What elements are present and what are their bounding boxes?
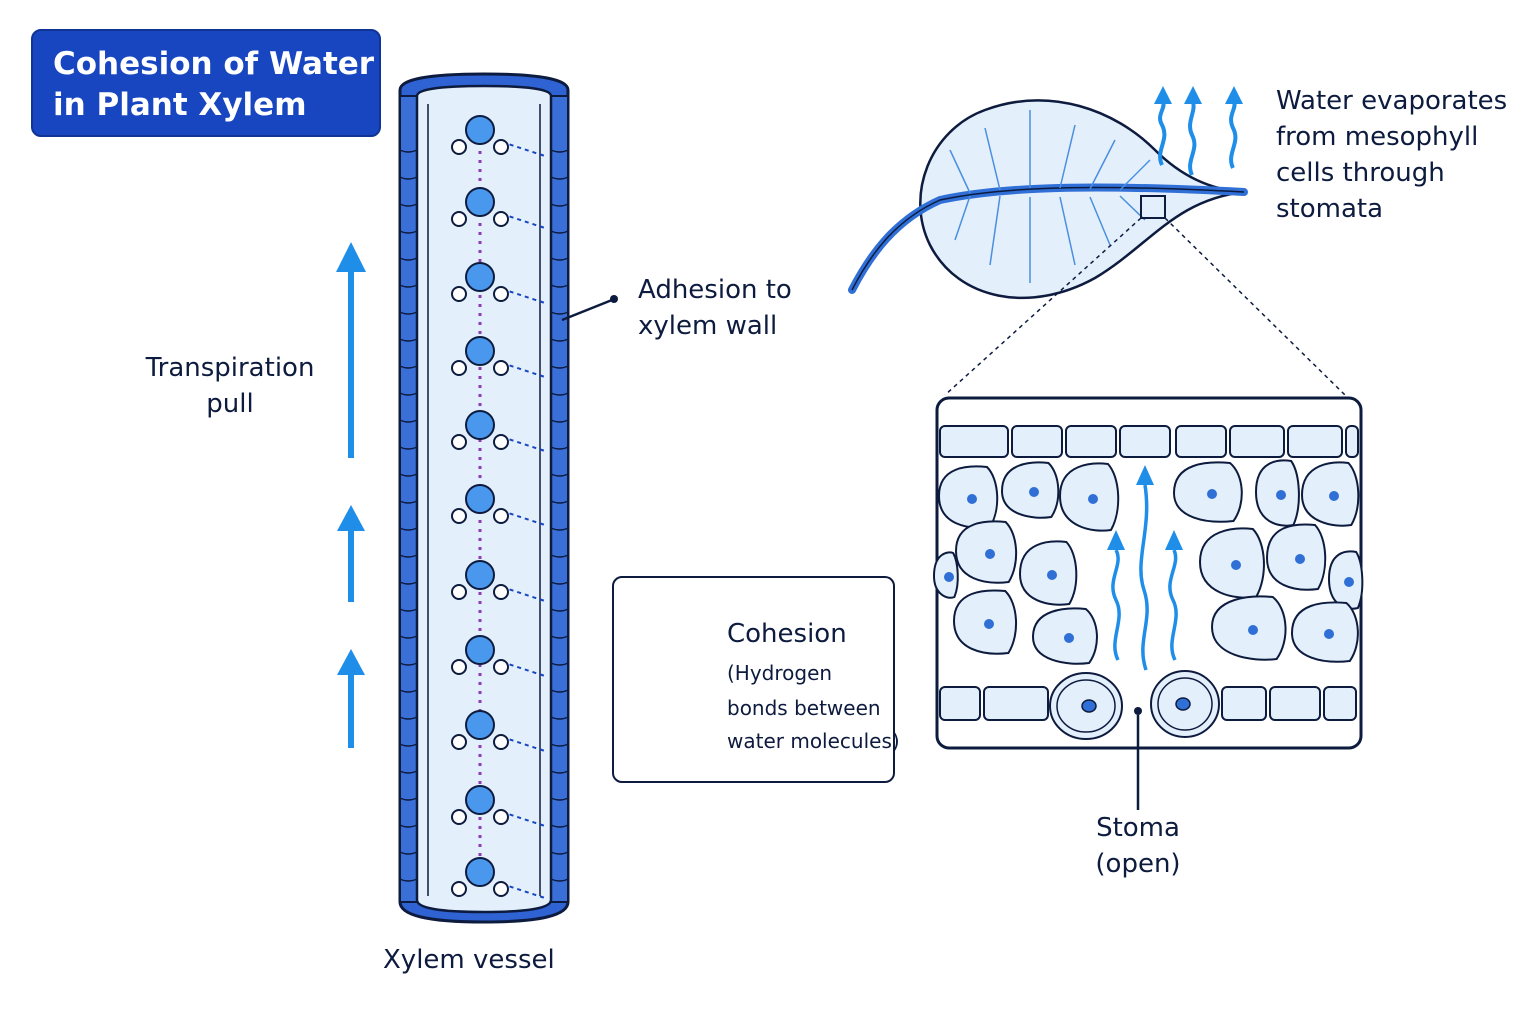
mesophyll-cell	[1290, 601, 1359, 663]
title-line-1: Cohesion of Water	[53, 46, 375, 82]
vessel-wall-left	[399, 95, 418, 903]
epidermis-cell	[1175, 425, 1227, 458]
mesophyll-cell	[937, 465, 999, 529]
vapor-arrowheads	[1107, 465, 1183, 550]
adhesion-label: Adhesion to xylem wall	[638, 272, 792, 344]
stoma-label-line-1: Stoma	[1096, 813, 1180, 843]
transpiration-arrow-large	[336, 242, 366, 458]
mesophyll-cell	[1300, 461, 1360, 527]
adhesion-pointer	[561, 295, 618, 322]
xylem-vessel-label: Xylem vessel	[383, 945, 555, 975]
epidermis-cell	[1345, 425, 1359, 458]
epidermis-cell	[1119, 425, 1171, 458]
legend-line-2: bonds between	[727, 696, 881, 720]
mesophyll-cell	[932, 551, 959, 599]
lower-epidermis	[939, 686, 1357, 721]
title-line-2: in Plant Xylem	[53, 87, 307, 123]
epidermis-cell	[1229, 425, 1285, 458]
cohesion-legend: Cohesion (Hydrogen bonds between water m…	[612, 576, 900, 783]
legend-line-1: (Hydrogen	[727, 661, 833, 685]
mesophyll-cell	[1031, 607, 1098, 665]
epidermis-cell	[1011, 425, 1063, 458]
zoom-region-marker	[1140, 195, 1166, 219]
adhesion-label-line-1: Adhesion to	[638, 275, 792, 305]
transpiration-arrow-medium	[337, 505, 365, 602]
mesophyll-cells	[932, 459, 1364, 665]
mesophyll-cell	[1172, 461, 1243, 523]
water-molecule	[451, 187, 546, 229]
epidermis-cell	[1065, 425, 1117, 458]
transpiration-label-line-1: Transpiration	[145, 353, 315, 383]
epidermis-cell	[983, 686, 1049, 721]
water-molecule	[451, 785, 546, 827]
water-molecule	[451, 262, 546, 304]
mesophyll-cell	[954, 520, 1018, 584]
mesophyll-cell	[952, 589, 1018, 655]
evaporation-label-line-4: stomata	[1276, 194, 1384, 224]
upper-epidermis	[939, 425, 1359, 458]
leaf-veins	[949, 110, 1151, 283]
legend-title: Cohesion	[727, 619, 847, 649]
evaporation-label-line-1: Water evaporates	[1276, 86, 1508, 116]
water-molecule	[451, 484, 546, 526]
stoma-label: Stoma (open)	[1068, 810, 1208, 882]
stoma-pointer	[1134, 707, 1142, 810]
water-molecule	[451, 560, 546, 602]
mesophyll-cell	[1018, 540, 1078, 606]
evaporation-label-line-3: cells through	[1276, 158, 1445, 188]
epidermis-cell	[1269, 686, 1321, 721]
epidermis-cell	[1287, 425, 1343, 458]
water-molecule	[451, 635, 546, 677]
leaf	[848, 99, 1248, 300]
water-molecule-chain	[451, 115, 546, 899]
legend-line-3: water molecules)	[727, 729, 900, 753]
zoom-lines	[944, 217, 1346, 396]
mesophyll-cell	[1198, 527, 1265, 599]
water-molecule	[451, 710, 546, 752]
mesophyll-cell	[1058, 462, 1120, 532]
guard-cells	[1049, 670, 1220, 740]
vapor-arrows	[1111, 484, 1178, 671]
mesophyll-cell	[1327, 550, 1364, 610]
mesophyll-cell	[1265, 523, 1327, 591]
epidermis-cell	[939, 686, 981, 721]
epidermis-cell	[939, 425, 1009, 458]
water-molecule	[451, 115, 546, 157]
epidermis-cell	[1221, 686, 1267, 721]
mesophyll-cell	[1254, 459, 1300, 527]
diagram-title: Cohesion of Water in Plant Xylem	[31, 29, 381, 137]
adhesion-label-line-2: xylem wall	[638, 311, 778, 341]
water-molecule	[451, 336, 546, 378]
mesophyll-cell	[1210, 595, 1287, 661]
stoma-label-line-2: (open)	[1095, 849, 1181, 879]
evaporation-arrows	[1158, 101, 1238, 176]
leaf-cross-section	[932, 396, 1364, 750]
evaporation-label: Water evaporates from mesophyll cells th…	[1276, 83, 1507, 227]
evaporation-arrowheads	[1154, 86, 1243, 104]
epidermis-cell	[1323, 686, 1357, 721]
transpiration-label: Transpiration pull	[140, 350, 320, 422]
transpiration-arrow-small	[337, 649, 365, 748]
mesophyll-cell	[1000, 461, 1060, 519]
water-molecule	[451, 410, 546, 452]
water-molecule	[451, 857, 546, 899]
evaporation-label-line-2: from mesophyll	[1276, 122, 1479, 152]
vessel-wall-right	[550, 95, 569, 903]
transpiration-arrows	[336, 242, 366, 748]
transpiration-label-line-2: pull	[206, 389, 254, 419]
